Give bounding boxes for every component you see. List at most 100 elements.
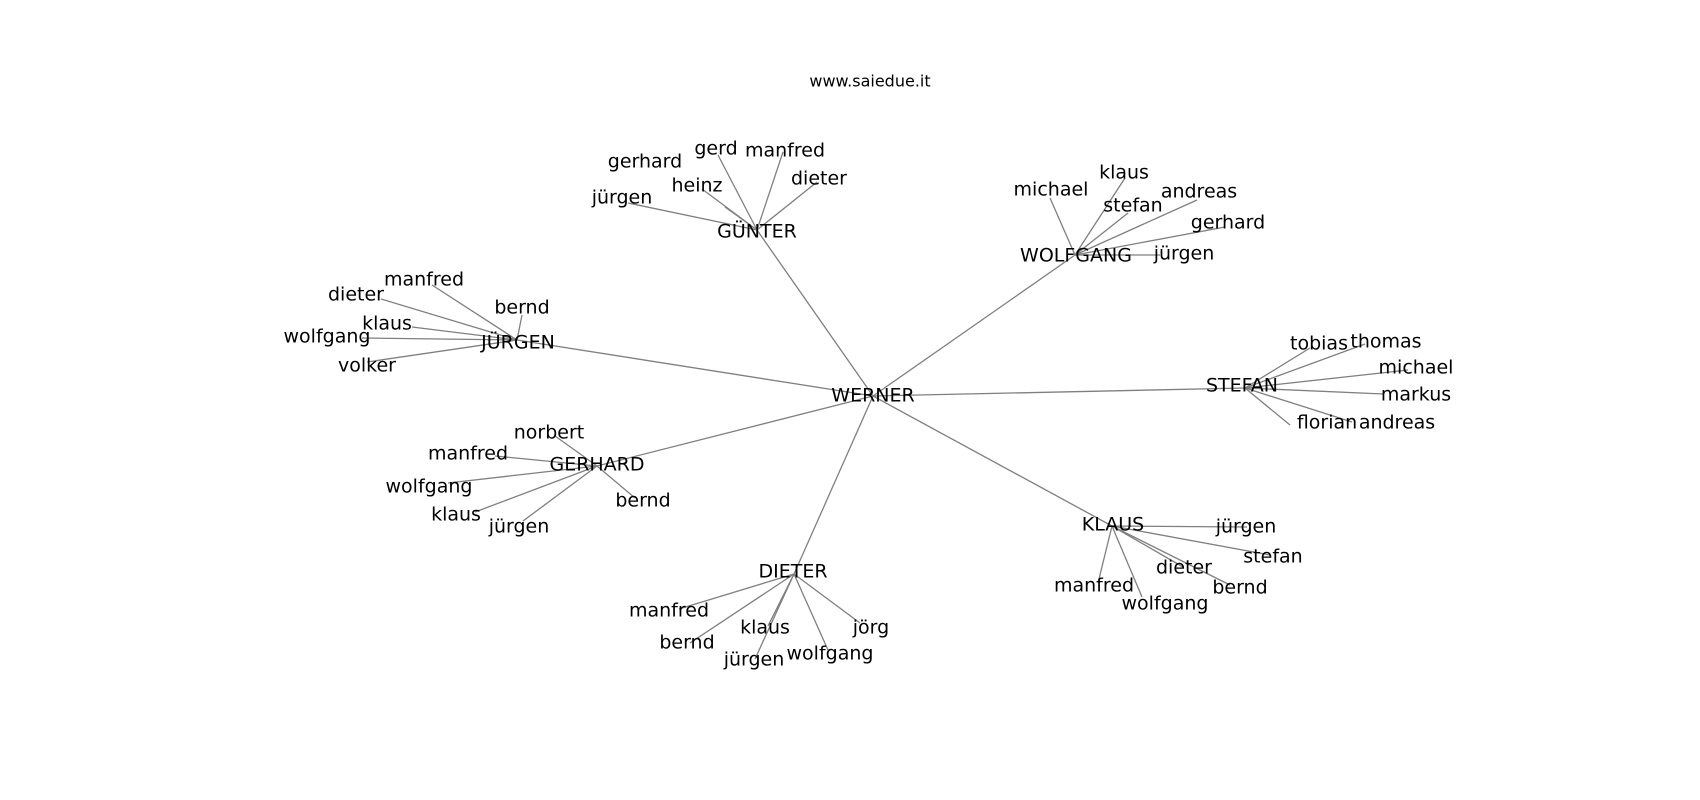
node-root: WERNER [831,385,914,407]
node-hub: JÜRGEN [480,331,555,354]
node-leaf: andreas [1359,412,1435,434]
edge-gerhard-to-jürgen [522,465,598,522]
node-leaf: gerd [694,138,737,160]
node-leaf: jürgen [591,187,653,209]
node-leaf: thomas [1350,331,1421,353]
node-leaf: wolfgang [1122,593,1209,615]
edge-jürgen-to-manfred [431,284,518,341]
node-leaf: jürgen [1153,243,1215,265]
node-leaf: jörg [852,617,889,639]
node-leaf: michael [1379,357,1454,379]
node-hub: GERHARD [549,454,644,476]
node-leaf: manfred [745,140,825,162]
edge-wolfgang-to-gerhard [1074,226,1226,256]
node-leaf: wolfgang [284,326,371,348]
node-leaf: gerhard [1191,212,1265,234]
edge-jürgen-to-bernd [516,314,523,341]
edge-root-to-dieter [793,395,874,575]
edge-dieter-to-bernd [689,573,795,644]
node-hub: GÜNTER [717,220,797,243]
node-leaf: markus [1381,384,1451,406]
node-leaf: manfred [428,443,508,465]
edge-stefan-to-thomas [1244,343,1366,389]
edge-dieter-to-jürgen [754,573,795,660]
edge-root-to-jürgen [516,339,874,397]
edges-layer [361,151,1409,660]
node-leaf: manfred [384,269,464,291]
edge-stefan-to-markus [1244,387,1385,395]
edge-günter-to-manfred [756,151,784,231]
edge-wolfgang-to-stefan [1074,212,1129,256]
node-leaf: bernd [494,297,549,319]
node-leaf: stefan [1103,195,1162,217]
node-leaf: wolfgang [386,476,473,498]
node-leaf: manfred [1054,575,1134,597]
edge-stefan-to-andreas [1244,387,1353,423]
node-leaf: klaus [740,617,790,639]
node-hub: WOLFGANG [1020,245,1132,267]
node-leaf: jürgen [488,516,550,538]
node-leaf: michael [1014,179,1089,201]
edge-wolfgang-to-klaus [1074,177,1126,256]
edge-klaus-to-manfred [1097,525,1113,584]
node-hub: STEFAN [1206,375,1278,397]
edge-jürgen-to-volker [366,339,518,363]
edge-dieter-to-manfred [678,573,795,610]
edge-root-to-stefan [872,387,1246,397]
edge-gerhard-to-wolfgang [447,465,598,484]
edge-root-to-klaus [872,395,1113,527]
edge-klaus-to-dieter [1111,525,1184,568]
edge-gerhard-to-manfred [494,455,598,467]
node-leaf: jürgen [723,649,785,671]
edge-dieter-to-wolfgang [793,573,829,651]
edge-wolfgang-to-andreas [1074,199,1198,256]
node-leaf: norbert [514,422,585,444]
edge-wolfgang-to-michael [1049,197,1076,256]
edge-jürgen-to-wolfgang [361,337,518,341]
edge-dieter-to-jörg [793,573,861,624]
site-label: www.saiedue.it [809,72,930,91]
edge-günter-to-heinz [701,188,758,231]
node-leaf: wolfgang [787,643,874,665]
edge-gerhard-to-bernd [596,465,636,499]
node-leaf: florian [1297,412,1357,434]
node-leaf: heinz [671,175,722,197]
edge-klaus-to-stefan [1111,525,1271,556]
edge-günter-to-dieter [756,181,818,231]
node-leaf: dieter [328,284,384,306]
edge-klaus-to-wolfgang [1111,525,1143,598]
node-leaf: klaus [362,313,412,335]
node-leaf: bernd [615,490,670,512]
node-leaf: tobias [1290,333,1348,355]
node-leaf: andreas [1161,181,1237,203]
edge-root-to-günter [756,229,874,397]
edge-root-to-wolfgang [872,254,1076,397]
node-leaf: stefan [1243,546,1302,568]
node-leaf: bernd [1212,577,1267,599]
edge-jürgen-to-klaus [411,326,518,341]
edge-gerhard-to-klaus [474,465,598,513]
edge-jürgen-to-dieter [380,298,518,341]
edge-günter-to-gerd [717,154,758,231]
node-hub: KLAUS [1082,514,1144,536]
node-leaf: manfred [629,600,709,622]
edge-stefan-to-michael [1244,369,1409,389]
node-leaf: volker [338,355,396,377]
edge-stefan-to-florian [1244,387,1291,426]
node-leaf: dieter [1156,557,1212,579]
node-hub: DIETER [758,561,827,583]
edge-günter-to-jürgen [627,202,758,231]
edge-root-to-gerhard [596,395,874,467]
node-leaf: gerhard [608,151,682,173]
edge-klaus-to-jürgen [1111,525,1248,528]
node-leaf: klaus [431,504,481,526]
node-leaf: dieter [791,168,847,190]
node-leaf: bernd [659,632,714,654]
node-leaf: klaus [1099,162,1149,184]
edge-klaus-to-bernd [1111,525,1231,586]
edge-gerhard-to-norbert [554,435,598,467]
edge-stefan-to-tobias [1244,347,1311,389]
node-leaf: jürgen [1215,516,1277,538]
